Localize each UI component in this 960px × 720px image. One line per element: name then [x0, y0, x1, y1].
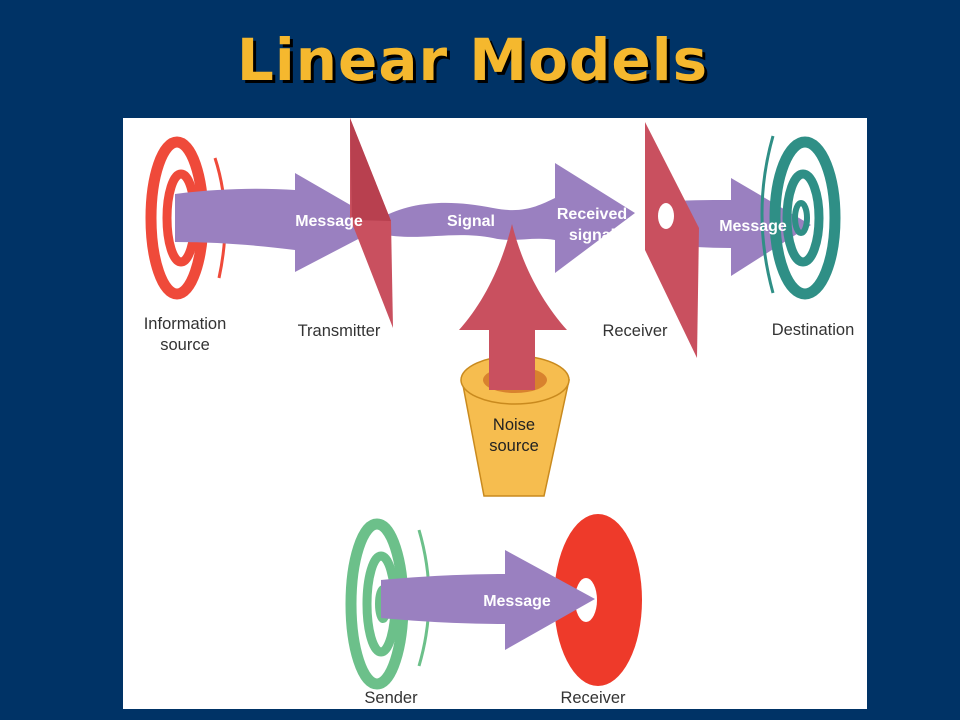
diagram-panel: Message Signal Received signal Message I…: [123, 118, 867, 709]
receiver-plate: [645, 122, 699, 358]
sender-label: Sender: [364, 689, 418, 707]
message-arrow-in: [175, 173, 385, 272]
message-arrow-out: [661, 178, 811, 276]
signal-label: Signal: [447, 213, 495, 230]
received-signal-label-line1: Received: [557, 206, 627, 223]
message-in-label: Message: [295, 213, 363, 230]
information-source-label-line1: Information: [144, 315, 227, 333]
slide-title: Linear Models: [236, 26, 709, 94]
linear-models-diagram: Message Signal Received signal Message I…: [144, 118, 855, 707]
transmitter-label: Transmitter: [298, 322, 381, 340]
noise-arrow: [459, 224, 567, 390]
message-arrow: [381, 550, 595, 650]
message-out-label: Message: [719, 218, 787, 235]
simple-message-label: Message: [483, 593, 551, 610]
simple-receiver-label: Receiver: [560, 689, 626, 707]
destination-label: Destination: [772, 321, 855, 339]
noise-source-label-line2: source: [489, 437, 539, 455]
signal-band: [381, 163, 635, 273]
receiver-label: Receiver: [602, 322, 668, 340]
noise-source-label-line1: Noise: [493, 416, 535, 434]
information-source-label-line2: source: [160, 336, 210, 354]
destination-spiral: [760, 135, 841, 300]
received-signal-label-line2: signal: [569, 227, 615, 244]
